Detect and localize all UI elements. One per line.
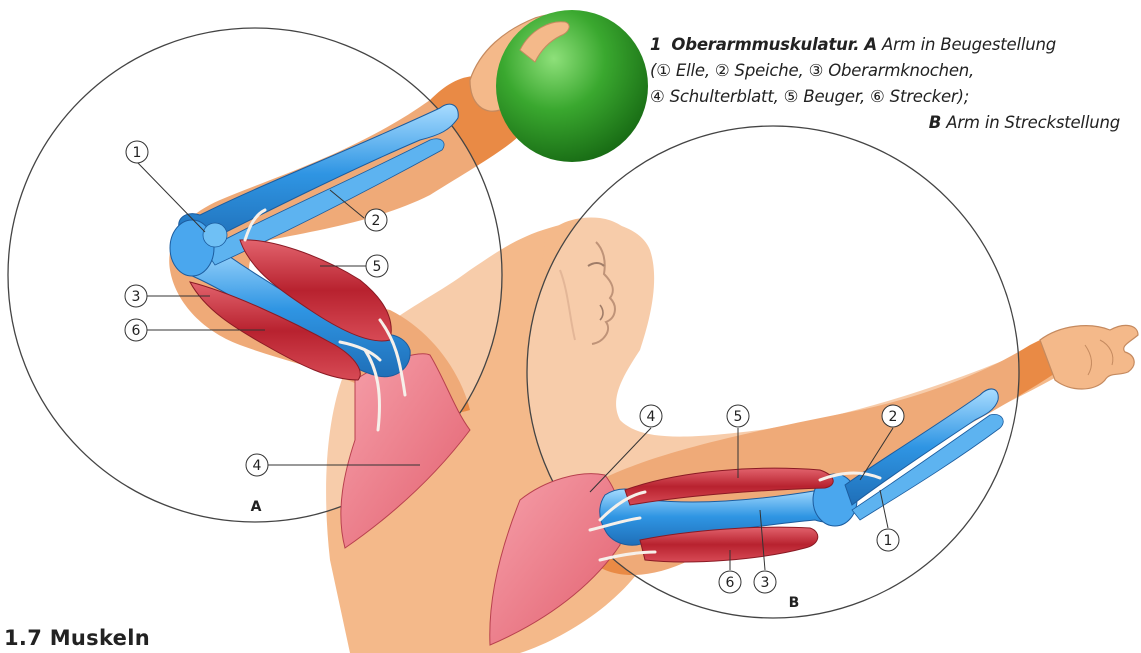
svg-text:4: 4 [253,458,262,474]
callout-6-a: 6 [125,319,147,341]
section-heading: 1.7 Muskeln [4,626,150,650]
svg-text:1: 1 [133,145,142,161]
callout-3-b: 3 [754,571,776,593]
svg-text:2: 2 [889,409,898,425]
svg-text:5: 5 [734,409,743,425]
callout-4-a: 4 [246,454,268,476]
callout-5-b: 5 [727,405,749,427]
callout-6-b: 6 [719,571,741,593]
svg-text:4: 4 [647,409,656,425]
figure-caption: 1 Oberarmmuskulatur. A Arm in Beugestell… [650,32,1130,136]
svg-text:5: 5 [373,259,382,275]
svg-text:3: 3 [132,289,141,305]
caption-b-marker: B [929,113,941,132]
callout-1-a: 1 [126,141,148,163]
callout-5-a: 5 [366,255,388,277]
caption-line-2: (① Elle, ② Speiche, ③ Oberarmknochen, [650,58,1130,84]
panel-a-label: A [251,499,262,515]
callout-4-b: 4 [640,405,662,427]
caption-line-3: ④ Schulterblatt, ⑤ Beuger, ⑥ Strecker); [650,84,1130,110]
svg-text:6: 6 [726,575,735,591]
caption-title: Oberarmmuskulatur. [671,35,859,54]
green-ball [496,10,648,162]
svg-text:3: 3 [761,575,770,591]
callout-2-a: 2 [365,209,387,231]
caption-a-marker: A [864,35,877,54]
panel-b-label: B [789,595,800,611]
svg-text:2: 2 [372,213,381,229]
svg-text:1: 1 [884,533,893,549]
callout-3-a: 3 [125,285,147,307]
callout-1-b: 1 [877,529,899,551]
caption-a-text: Arm in Beugestellung [882,35,1056,54]
callout-2-b: 2 [882,405,904,427]
caption-number: 1 [650,35,661,54]
caption-b-text: Arm in Streckstellung [946,113,1120,132]
svg-text:6: 6 [132,323,141,339]
